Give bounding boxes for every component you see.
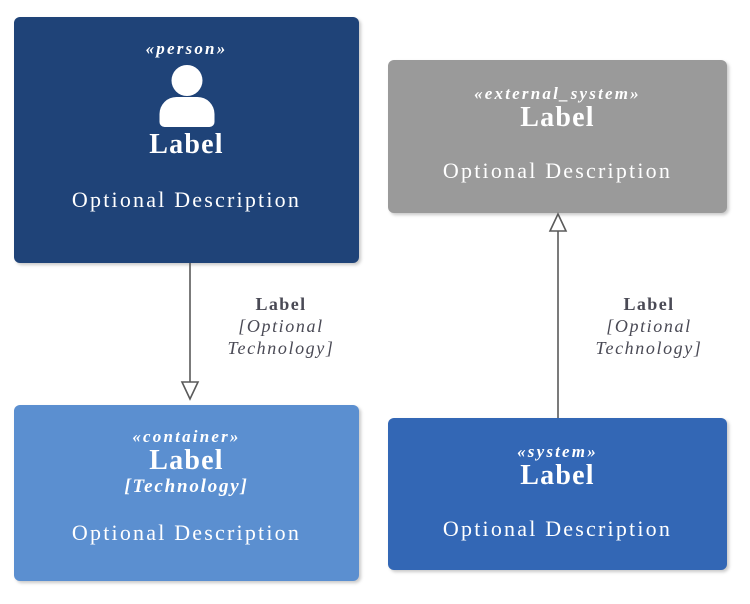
person-icon (154, 65, 220, 127)
node-container-label: Label (149, 445, 224, 476)
node-person-label: Label (149, 129, 224, 160)
edge-system-to-external-system-arrowhead (548, 212, 568, 232)
edge-person-to-container-labels: Label [Optional Technology] (196, 294, 366, 360)
node-system-description: Optional Description (442, 516, 673, 541)
person-icon-body (159, 97, 214, 127)
edge-person-to-container-label: Label (255, 294, 307, 314)
node-container-stereotype: «container» (132, 427, 241, 446)
edge-system-to-external-system-label: Label (623, 294, 675, 314)
node-container-technology: [Technology] (124, 476, 249, 497)
edge-person-to-container-arrowhead (180, 381, 200, 401)
node-system-stereotype: «system» (517, 442, 598, 461)
edge-person-to-container-technology-line1: [Optional (238, 315, 324, 336)
edge-system-to-external-system-technology-line2: Technology] (595, 337, 703, 358)
node-system[interactable]: «system» Label Optional Description (388, 418, 727, 570)
node-external-system-label: Label (520, 102, 595, 133)
edge-person-to-container-technology-line2: Technology] (227, 337, 335, 358)
node-person-stereotype: «person» (145, 39, 228, 58)
edge-system-to-external-system-labels: Label [Optional Technology] (564, 294, 734, 360)
person-icon-head (171, 65, 202, 96)
node-system-label: Label (520, 460, 595, 491)
node-person-description: Optional Description (71, 187, 302, 212)
node-person[interactable]: «person» Label Optional Description (14, 17, 359, 263)
node-external-system-description: Optional Description (442, 158, 673, 183)
node-container[interactable]: «container» Label [Technology] Optional … (14, 405, 359, 581)
edge-system-to-external-system-technology-line1: [Optional (606, 315, 692, 336)
node-container-description: Optional Description (71, 520, 302, 545)
node-external-system[interactable]: «external_system» Label Optional Descrip… (388, 60, 727, 213)
node-external-system-stereotype: «external_system» (474, 84, 641, 103)
